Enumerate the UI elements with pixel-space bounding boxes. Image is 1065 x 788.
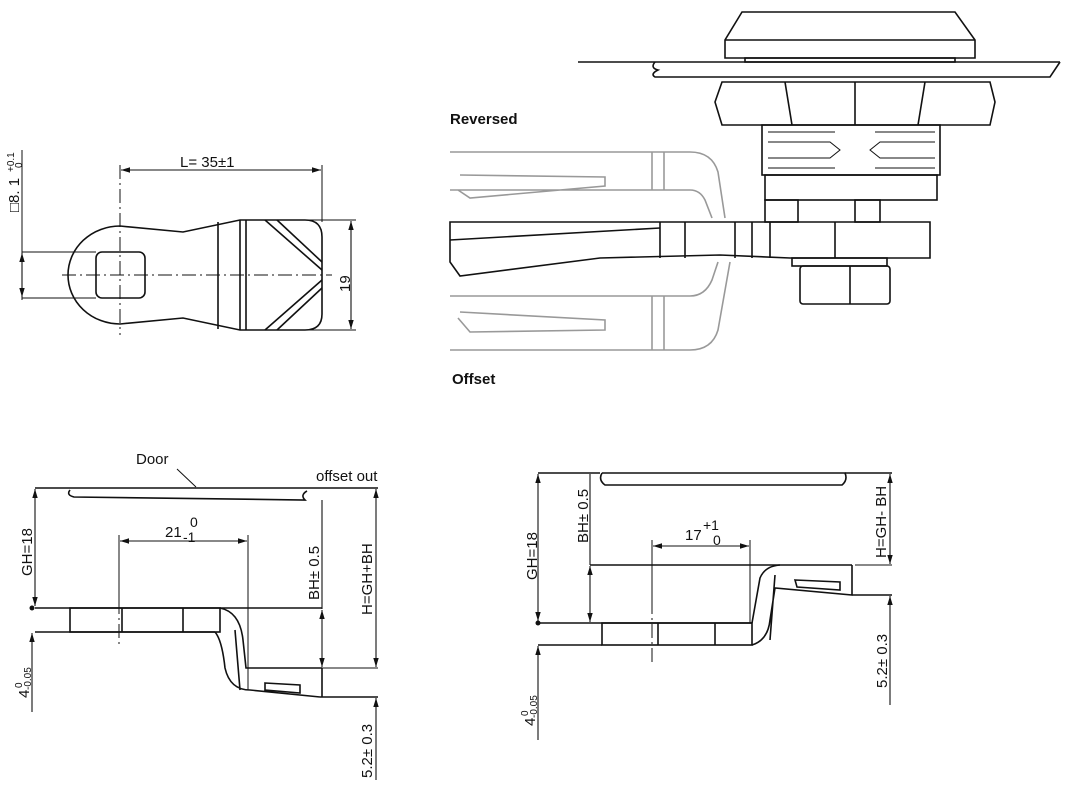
thickness-tol-lower: -0.05 [23,667,34,690]
thickness-dimension-label: 4 [522,718,539,726]
door-panel [67,489,308,501]
width-tol-upper: +1 [703,517,719,533]
thickness-tol-lower: -0.05 [529,695,540,718]
offset-cam-outline [450,261,731,351]
cam-outline [67,219,323,331]
offset-in-view: 17 +1 0 GH=18 BH± 0.5 H=GH- BH 4 0 -0.05… [520,472,893,740]
square-hole [95,251,146,299]
square-dimension-label: □8. 1 [6,178,23,212]
width-dimension-label: 17 [685,527,702,544]
square-tolerance-lower: 0 [14,162,25,168]
square-tolerance-upper: +0.1 [6,152,17,172]
reversed-cam-outline [450,151,726,219]
width-tol-lower: -1 [183,529,196,545]
bottom-dimension-label: 5.2± 0.3 [359,724,376,778]
offset-out-view: Door offset out 21 0 -1 GH=18 BH± 0.5 H=… [14,451,379,780]
width-tol-upper: 0 [190,514,198,530]
thickness-dimension-label: 4 [16,690,33,698]
offset-label: Offset [452,371,495,388]
bh-dimension-label: BH± 0.5 [575,489,592,543]
reversed-label: Reversed [450,111,518,128]
gh-dimension-label: GH=18 [19,528,36,576]
thickness-tol-upper: 0 [520,710,531,716]
cam-side [449,221,931,277]
gh-dimension-label: GH=18 [524,532,541,580]
door-panel [599,472,847,486]
lock-assembly-view: Reversed Offset [449,11,1061,388]
width-dimension-label: 19 [337,275,354,292]
knob [724,11,976,59]
offset-out-title: offset out [316,468,378,485]
length-dimension-label: L= 35±1 [180,154,235,171]
cam-top-view: L= 35±1 19 □8. 1 +0.1 0 [6,150,356,335]
cam-profile [601,622,753,646]
h-dimension-label: H=GH- BH [873,486,890,558]
thickness-tol-upper: 0 [14,682,25,688]
h-dimension-label: H=GH+BH [359,543,376,615]
hex-nut [714,81,996,126]
width-tol-lower: 0 [713,532,721,548]
bottom-dimension-label: 5.2± 0.3 [874,634,891,688]
door-leader [176,468,197,488]
door-label: Door [136,451,169,468]
width-dimension-label: 21 [165,524,182,541]
cam-profile [69,607,221,633]
bottom-nut [799,265,891,305]
bh-dimension-label: BH± 0.5 [306,546,323,600]
